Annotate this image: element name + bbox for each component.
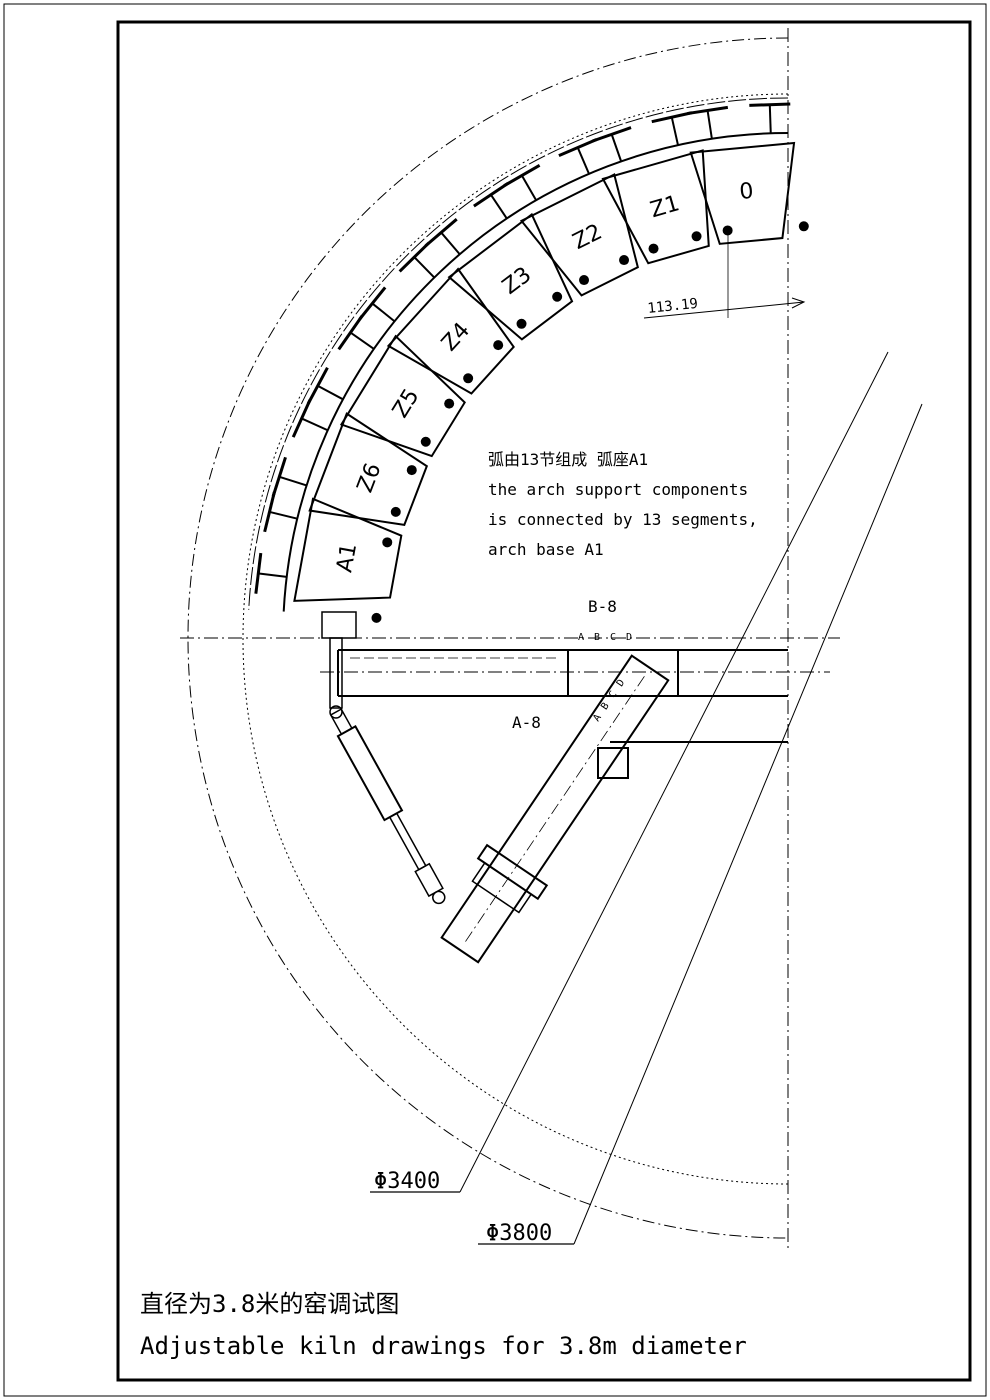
support-stem <box>413 256 436 279</box>
support-cap <box>337 314 364 351</box>
segment-bolt <box>390 506 401 517</box>
letter-top-d: D <box>626 632 632 643</box>
support-cap <box>558 138 598 158</box>
segment-label: Z5 <box>388 385 425 423</box>
leader-3800 <box>573 403 923 1245</box>
support-stem <box>371 302 396 323</box>
segment-bolt <box>420 436 431 447</box>
support-cap <box>306 367 329 405</box>
arch-segment <box>519 173 640 297</box>
segment-label: Z3 <box>498 262 536 299</box>
support-cap <box>503 163 541 188</box>
segment-bolt <box>493 340 504 351</box>
note-en1: the arch support components <box>488 480 748 499</box>
segment-bolt <box>463 373 474 384</box>
support-cap <box>398 241 430 273</box>
base-pivot <box>321 611 357 719</box>
letter-rot-a: A <box>591 713 603 724</box>
segment-bolt <box>579 275 590 286</box>
support-stem <box>349 331 375 350</box>
segment-label: A1 <box>332 541 362 574</box>
support-stem <box>440 231 461 255</box>
support-cap <box>749 102 791 107</box>
support-cap <box>591 126 632 143</box>
dimension-113 <box>643 232 806 319</box>
segment-bolt <box>406 465 417 476</box>
arch-segment <box>308 412 429 527</box>
title-en: Adjustable kiln drawings for 3.8m diamet… <box>140 1332 747 1360</box>
inclined-brace <box>440 654 670 964</box>
support-ring-outer-arc <box>248 97 789 610</box>
arch-segment <box>689 141 796 245</box>
arch-segment <box>339 334 466 458</box>
segment-bolt <box>552 291 563 302</box>
segment-label: Z6 <box>353 460 387 496</box>
arch-segment <box>447 212 574 341</box>
segment-bolt <box>722 225 733 236</box>
segment-label: Z2 <box>569 220 606 255</box>
leader-3400 <box>459 351 889 1193</box>
segment-label: Z1 <box>648 191 683 223</box>
support-stem <box>489 193 508 220</box>
segment-bolt <box>648 243 659 254</box>
support-stem <box>706 109 713 139</box>
inner-circle <box>242 93 789 1185</box>
support-cap <box>358 286 387 321</box>
letter-rot-d: D <box>615 678 627 689</box>
hydraulic-jack <box>329 708 446 905</box>
support-cap <box>291 399 312 438</box>
segment-bolt <box>798 221 809 232</box>
support-cap <box>271 456 287 497</box>
support-stem <box>610 133 623 162</box>
letter-top-b: B <box>594 632 600 643</box>
segment-label: Z4 <box>437 318 475 356</box>
inner-frame <box>116 20 972 1382</box>
support-stem <box>268 510 298 520</box>
segment-label: 0 <box>738 179 754 205</box>
arch-segment <box>601 149 710 265</box>
support-stem <box>520 174 537 201</box>
segment-bolt <box>382 537 393 548</box>
note-zh: 弧由13节组成 弧座A1 <box>488 450 648 469</box>
section-b-label: B-8 <box>588 597 617 616</box>
letter-top-c: C <box>610 632 616 643</box>
outer-circle <box>187 37 789 1239</box>
support-stem <box>576 146 590 175</box>
support-cap <box>473 182 509 208</box>
support-cap <box>424 218 458 247</box>
segment-bolt <box>516 318 527 329</box>
support-stem <box>670 116 679 146</box>
arch-segment <box>293 497 403 602</box>
dim-113-label: 113.19 <box>647 296 699 317</box>
support-stem <box>278 475 307 487</box>
segment-bolt <box>371 612 382 623</box>
arch-segment <box>386 267 515 395</box>
letter-rot-b: B <box>599 701 611 712</box>
note-en3: arch base A1 <box>488 540 604 559</box>
support-stem <box>257 572 287 578</box>
support-stem <box>316 384 344 401</box>
segment-bolt <box>444 398 455 409</box>
diameter-3800-label: Φ3800 <box>486 1221 552 1246</box>
support-cap <box>263 491 276 533</box>
support-cap <box>254 552 263 594</box>
title-zh: 直径为3.8米的窑调试图 <box>140 1290 399 1318</box>
support-cap <box>687 105 729 116</box>
segment-bolt <box>691 231 702 242</box>
support-cap <box>651 111 693 124</box>
segment-bolt <box>619 255 630 266</box>
outer-frame <box>3 3 987 1397</box>
note-en2: is connected by 13 segments, <box>488 510 758 529</box>
letter-rot-c: C <box>607 689 619 700</box>
diameter-3400-label: Φ3400 <box>374 1169 440 1194</box>
section-a-label: A-8 <box>512 713 541 732</box>
support-ring-inner-arc <box>282 132 789 612</box>
support-stem <box>300 417 329 432</box>
letter-top-a: A <box>578 632 584 643</box>
support-stem <box>768 104 772 134</box>
